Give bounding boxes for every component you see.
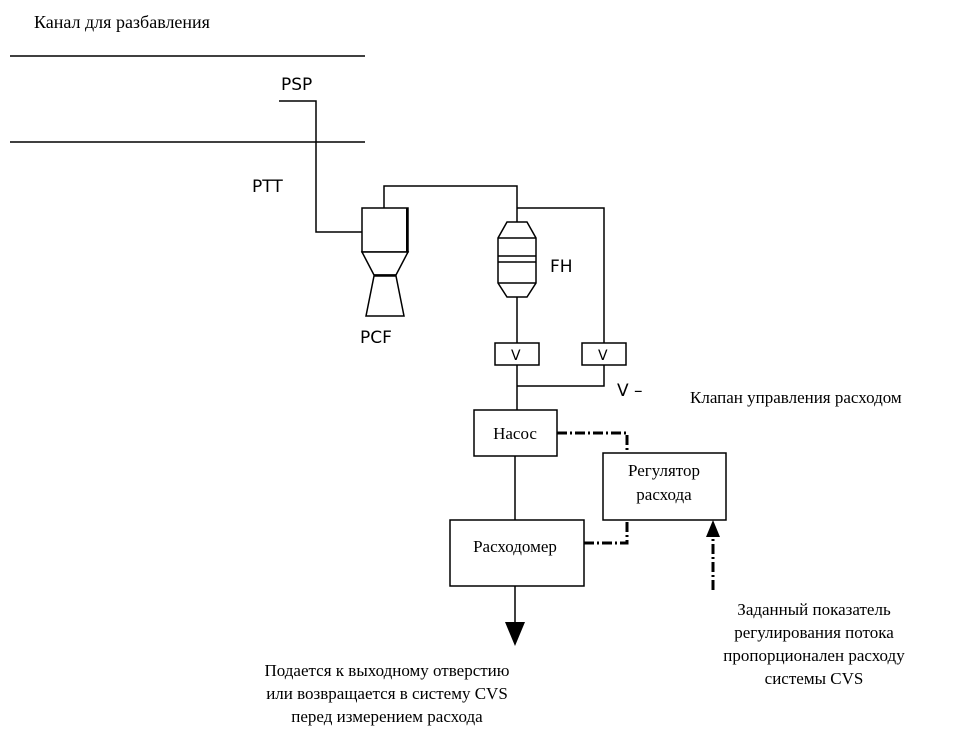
valve-caption: Клапан управления расходом [690,388,902,407]
regulator-label-line1: Регулятор [628,461,700,480]
setpoint-note-line1: Заданный показатель [737,600,891,619]
valve-left-label: V [511,348,521,364]
regulator-box [602,452,727,521]
valve-v-dash-label: V – [617,381,643,401]
pcf-label: PCF [360,328,392,348]
psp-probe [279,100,362,233]
valve-right-label: V [598,348,608,364]
diagram-title: Канал для разбавления [34,12,210,32]
outlet-note-line2: или возвращается в систему CVS [266,684,508,703]
psp-label: PSP [281,75,312,95]
outlet-note-line3: перед измерением расхода [291,707,483,726]
flowmeter-box [449,519,585,587]
setpoint-note-line4: системы CVS [765,669,864,688]
flowmeter-label: Расходомер [473,537,557,556]
bypass-line [517,207,605,343]
pcf-preclassifier [360,185,518,317]
ptt-label: PTT [252,177,283,197]
regulator-label-line2: расхода [636,485,692,504]
control-link-pump [557,431,629,453]
outlet-note-line1: Подается к выходному отверстию [265,661,510,680]
setpoint-arrow [706,520,720,537]
setpoint-note-line2: регулирования потока [734,623,894,642]
setpoint-note-line3: пропорционален расходу [723,646,905,665]
control-link-flowmeter [584,520,629,545]
outlet-arrow [505,622,525,646]
fh-filter-holder [497,221,537,298]
fh-label: FH [550,257,573,277]
pump-label: Насос [493,424,537,443]
